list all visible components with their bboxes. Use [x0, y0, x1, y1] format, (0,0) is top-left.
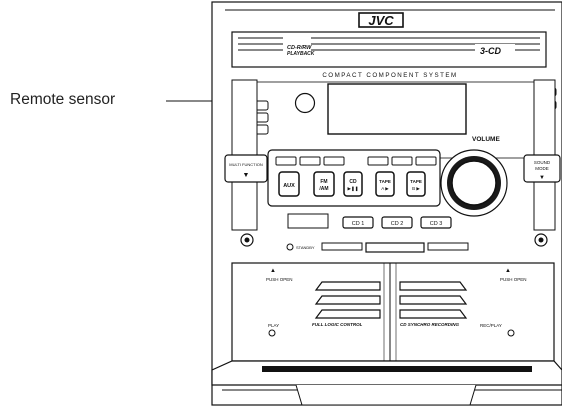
- volume-label: VOLUME: [472, 136, 500, 143]
- cassette-door-a-top: [314, 281, 381, 291]
- source-button-tape-b[interactable]: TAPE B ▶: [406, 171, 426, 197]
- base-foot: [295, 384, 477, 406]
- brand-logo-box: [358, 12, 404, 28]
- cassette-section: [231, 262, 555, 362]
- full-logic-label: FULL LOGIC CONTROL: [312, 322, 363, 327]
- base: [211, 360, 562, 386]
- base-slot: [262, 366, 532, 372]
- svg-text:CD 2: CD 2: [391, 221, 404, 227]
- svg-text:A ▶: A ▶: [381, 186, 389, 191]
- volume-knob: [451, 160, 497, 206]
- play-label: PLAY: [268, 323, 279, 328]
- svg-text:CD 3: CD 3: [430, 221, 443, 227]
- cd1-button[interactable]: CD 1: [342, 216, 374, 229]
- standby-indicator: [286, 243, 294, 251]
- standby-label: STANDBY: [296, 245, 315, 250]
- multi-function-label: MULTI FUNCTION: [229, 162, 263, 167]
- push-open-right: PUSH OPEN: [500, 277, 527, 282]
- three-cd-label: 3-CD: [480, 46, 502, 56]
- remote-sensor: [294, 92, 316, 114]
- cassette-door-b-top: [399, 281, 468, 291]
- source-button-cd[interactable]: CD ▶❚❚: [343, 171, 363, 197]
- system-name: COMPACT COMPONENT SYSTEM: [322, 72, 457, 79]
- svg-text:AUX: AUX: [283, 183, 295, 189]
- svg-text:FM: FM: [320, 179, 327, 185]
- push-open-left: PUSH OPEN: [266, 277, 293, 282]
- svg-text:/AM: /AM: [319, 186, 328, 192]
- source-button-aux[interactable]: AUX: [278, 171, 300, 197]
- sound-mode-line2: MODE: [535, 166, 549, 171]
- svg-text:▶❚❚: ▶❚❚: [347, 186, 358, 192]
- cd3-button[interactable]: CD 3: [420, 216, 452, 229]
- cd-indicator: [287, 213, 329, 229]
- svg-text:▲: ▲: [505, 268, 511, 274]
- center-control: [365, 242, 425, 253]
- cd-rw-label: CD-R/RW: [287, 45, 312, 51]
- remote-sensor-label: Remote sensor: [10, 91, 116, 108]
- sound-mode-line1: SOUND: [534, 160, 551, 165]
- svg-text:▼: ▼: [243, 172, 250, 179]
- sound-mode-button: [523, 154, 561, 183]
- svg-text:CD: CD: [349, 179, 357, 185]
- display-window: [327, 83, 467, 135]
- cd-synchro-label: CD SYNCHRO RECORDING: [400, 322, 460, 327]
- svg-text:▲: ▲: [270, 268, 276, 274]
- rec-play-label: REC/PLAY: [480, 323, 502, 328]
- svg-text:▼: ▼: [539, 175, 545, 181]
- brand-logo: JVC: [368, 13, 394, 28]
- source-button-tape-a[interactable]: TAPE A ▶: [375, 171, 395, 197]
- multi-function-button: [224, 154, 268, 183]
- svg-text:TAPE: TAPE: [410, 179, 422, 184]
- svg-text:B ▶: B ▶: [412, 186, 420, 191]
- svg-text:CD 1: CD 1: [352, 221, 365, 227]
- svg-text:TAPE: TAPE: [379, 179, 391, 184]
- source-button-fm-am[interactable]: FM /AM: [313, 171, 335, 197]
- cd-rw-playback: PLAYBACK: [287, 51, 315, 57]
- cd2-button[interactable]: CD 2: [381, 216, 413, 229]
